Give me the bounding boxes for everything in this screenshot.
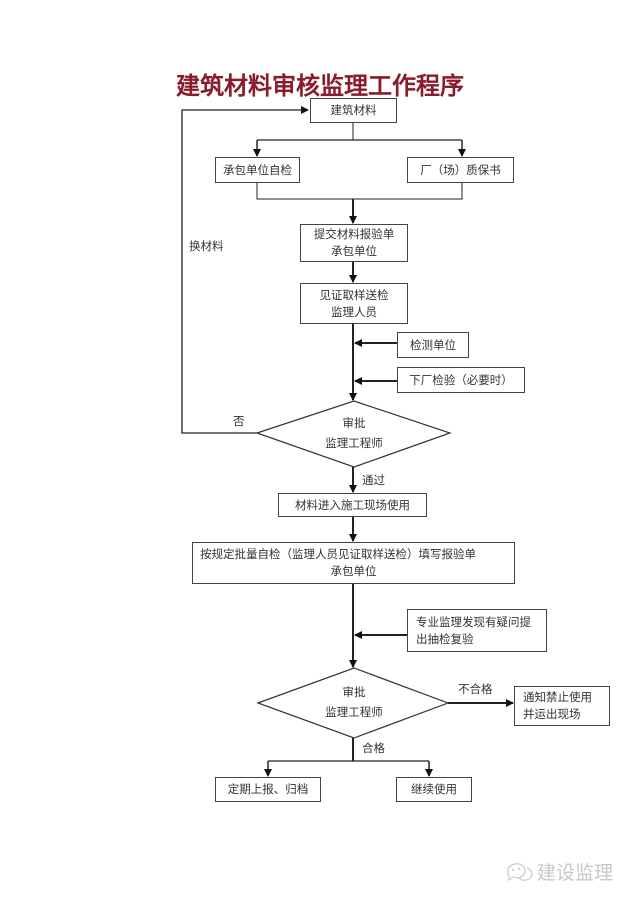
node-witness-sampling: 见证取样送检 监理人员 bbox=[300, 283, 408, 324]
node-label: 厂（场）质保书 bbox=[420, 162, 501, 177]
watermark: 建设监理 bbox=[505, 858, 613, 885]
node-submit-report: 提交材料报验单 承包单位 bbox=[300, 224, 408, 262]
node-label-line1: 见证取样送检 bbox=[319, 287, 389, 302]
node-factory-certificate: 厂（场）质保书 bbox=[407, 157, 514, 183]
node-notify-ban: 通知禁止使用 并运出现场 bbox=[514, 686, 610, 726]
node-label: 下厂检验（必要时） bbox=[409, 372, 513, 387]
node-label: 材料进入施工现场使用 bbox=[295, 497, 410, 512]
node-continue-use: 继续使用 bbox=[396, 777, 472, 802]
edge-label-no: 否 bbox=[233, 414, 245, 428]
node-testing-unit: 检测单位 bbox=[397, 332, 469, 358]
node-label-line1: 按规定批量自检（监理人员见证取样送检）填写报验单 bbox=[200, 547, 476, 561]
edge-label-qualified: 合格 bbox=[362, 741, 385, 755]
node-label-line1: 提交材料报验单 bbox=[313, 227, 395, 241]
node-label-line1: 审批 bbox=[342, 416, 366, 430]
node-label: 定期上报、归档 bbox=[227, 782, 309, 796]
node-specialist-recheck: 专业监理发现有疑问提 出抽检复验 bbox=[407, 609, 547, 652]
node-label-line2: 出抽检复验 bbox=[416, 631, 474, 646]
node-label-line1: 专业监理发现有疑问提 bbox=[416, 614, 531, 629]
edge-label-pass: 通过 bbox=[362, 473, 385, 487]
node-label: 承包单位自检 bbox=[223, 162, 292, 177]
node-materials: 建筑材料 bbox=[310, 98, 397, 123]
node-label-line1: 审批 bbox=[342, 685, 366, 699]
node-label-line2: 承包单位 bbox=[330, 564, 377, 578]
node-factory-inspection: 下厂检验（必要时） bbox=[397, 367, 525, 393]
node-label-line1: 通知禁止使用 bbox=[523, 690, 592, 704]
node-label-line2: 承包单位 bbox=[331, 244, 377, 258]
decision-diamond-approval-2 bbox=[256, 667, 450, 739]
node-report-archive: 定期上报、归档 bbox=[215, 777, 321, 802]
watermark-text: 建设监理 bbox=[537, 862, 614, 884]
node-label-line2: 并运出现场 bbox=[523, 707, 581, 721]
edge-label-fail: 不合格 bbox=[458, 682, 493, 696]
node-contractor-self-check: 承包单位自检 bbox=[215, 157, 300, 183]
node-batch-self-check: 按规定批量自检（监理人员见证取样送检）填写报验单 承包单位 bbox=[192, 542, 515, 584]
node-label: 继续使用 bbox=[411, 782, 457, 796]
node-label: 建筑材料 bbox=[330, 103, 377, 117]
connector-loop-replace-material bbox=[181, 106, 309, 434]
node-label-line2: 监理工程师 bbox=[325, 705, 383, 719]
wechat-icon bbox=[506, 862, 533, 881]
decision-approval-2-text: 审批 监理工程师 bbox=[294, 682, 414, 722]
node-label: 检测单位 bbox=[410, 337, 456, 352]
connector-merge bbox=[256, 183, 463, 200]
edge-label-replace-material: 换材料 bbox=[189, 239, 224, 253]
diagram-title: 建筑材料审核监理工作程序 bbox=[176, 72, 464, 100]
decision-approval-1-text: 审批 监理工程师 bbox=[294, 413, 414, 453]
node-label-line2: 监理工程师 bbox=[325, 436, 383, 450]
decision-diamond-approval-1 bbox=[255, 400, 452, 468]
node-enter-site: 材料进入施工现场使用 bbox=[278, 493, 427, 517]
node-label-line2: 监理人员 bbox=[331, 304, 377, 319]
